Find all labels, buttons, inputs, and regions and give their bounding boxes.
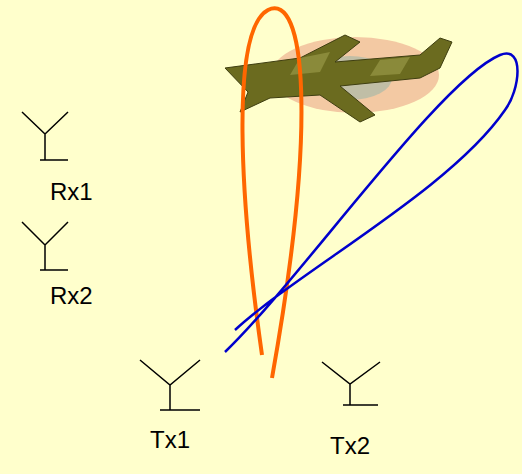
aircraft-detail xyxy=(290,52,410,76)
aircraft xyxy=(225,35,452,122)
receive-beam xyxy=(225,54,518,352)
aircraft-body xyxy=(225,35,452,122)
antenna-label: Tx2 xyxy=(330,434,370,458)
antenna-label: Rx2 xyxy=(50,284,93,308)
antenna-symbol xyxy=(22,222,68,270)
transmit-beam xyxy=(242,8,301,378)
antenna-label: Rx1 xyxy=(50,180,93,204)
antenna-symbol xyxy=(22,112,68,160)
antenna-label: Tx1 xyxy=(150,428,190,452)
antenna-symbol xyxy=(140,360,200,410)
antenna-symbol xyxy=(322,362,380,405)
